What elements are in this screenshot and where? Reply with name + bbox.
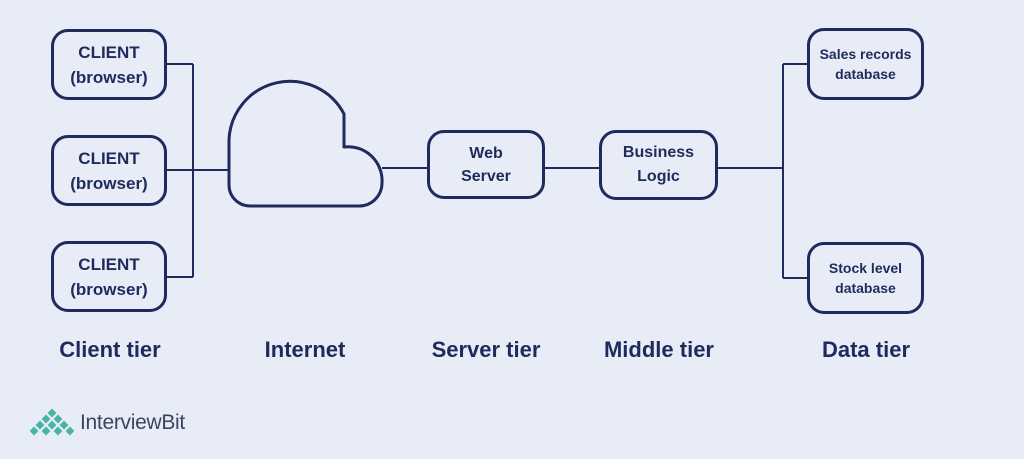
client-browser-label: CLIENT (browser): [70, 42, 148, 87]
web-server-box: Web Server: [427, 130, 545, 199]
interviewbit-logo: InterviewBit: [30, 406, 185, 440]
interviewbit-logo-text: InterviewBit: [80, 411, 185, 434]
web-server-label: Web Server: [461, 144, 511, 185]
data-tier-label: Data tier: [821, 337, 911, 362]
sales-records-database-box: Sales records database: [807, 28, 924, 100]
client-browser-box: CLIENT (browser): [51, 29, 167, 100]
sales-records-database-label: Sales records database: [819, 46, 912, 82]
business-logic-label: Business Logic: [622, 144, 695, 185]
client-browser-box: CLIENT (browser): [51, 135, 167, 206]
client-tier-label: Client tier: [59, 337, 161, 362]
server-tier-label: Server tier: [431, 337, 541, 362]
client-browser-box: CLIENT (browser): [51, 241, 167, 312]
interviewbit-logo-icon: [30, 407, 74, 437]
internet-cloud-icon: [227, 79, 384, 208]
stock-level-database-label: Stock level database: [828, 260, 903, 296]
client-browser-label: CLIENT (browser): [70, 148, 148, 193]
stock-level-database-box: Stock level database: [807, 242, 924, 314]
middle-tier-label: Middle tier: [603, 337, 714, 362]
internet-tier-label: Internet: [264, 337, 346, 362]
business-logic-box: Business Logic: [599, 130, 718, 200]
client-browser-label: CLIENT (browser): [70, 254, 148, 299]
